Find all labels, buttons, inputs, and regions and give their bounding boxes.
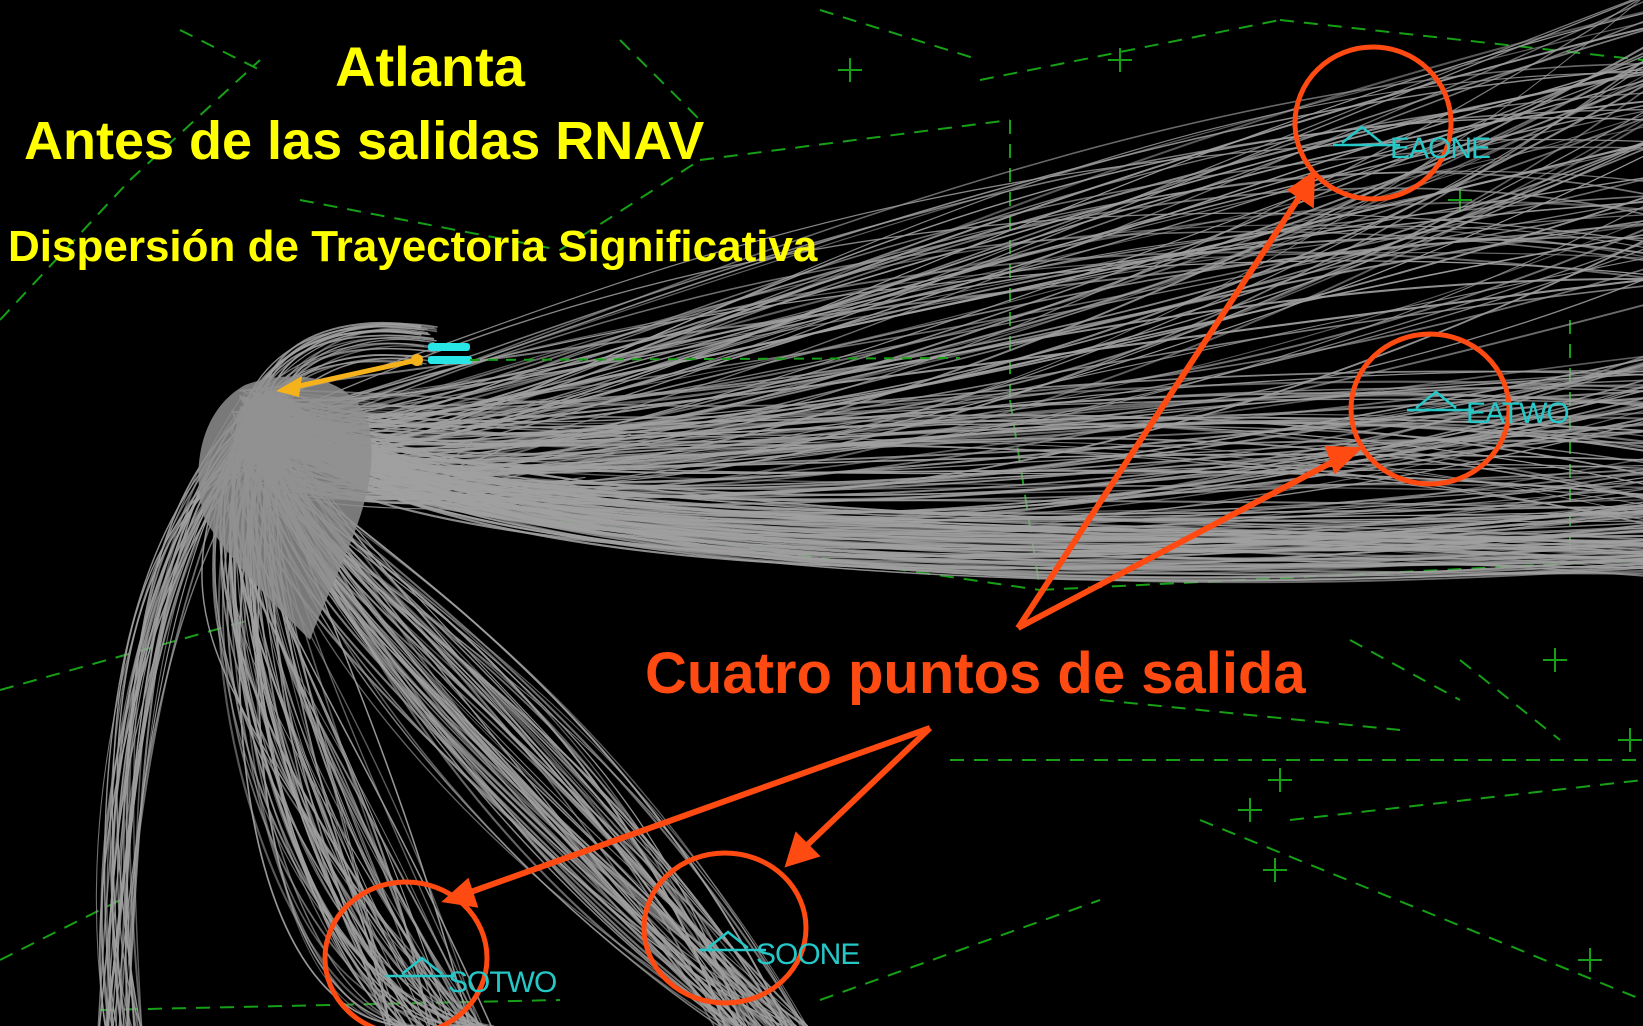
callout-arrows: [441, 170, 1364, 908]
map-title-city: Atlanta: [335, 35, 525, 98]
flight-track: [279, 408, 1643, 505]
flight-track: [270, 252, 1643, 421]
runway-bar-lower: [428, 356, 472, 364]
fix-label-sotwo: SOTWO: [448, 966, 557, 999]
airspace-cross-marker: [1543, 648, 1567, 672]
map-title-caption: Antes de las salidas RNAV: [24, 111, 705, 171]
airspace-boundary-segment: [1279, 19, 1643, 61]
callout-circles: [322, 44, 1512, 1026]
airspace-boundary-segment: [129, 59, 261, 181]
airspace-cross-marker: [1268, 768, 1292, 792]
departure-points-callout: Cuatro puntos de salida: [645, 641, 1306, 706]
fix-eatwo-triangle-icon: [1407, 390, 1474, 412]
airspace-boundary-segment: [1099, 699, 1401, 731]
airspace-boundary-segment: [299, 199, 561, 251]
runway-marker: [428, 343, 961, 364]
departure-direction-arrow: [276, 354, 423, 397]
airspace-boundary-segment: [0, 179, 131, 321]
airspace-cross-marker: [1263, 858, 1287, 882]
flight-track: [283, 212, 1643, 413]
airspace-boundary-segment: [819, 9, 981, 61]
fix-eaone-triangle-icon: [1333, 125, 1400, 147]
airspace-boundary-segment: [1459, 659, 1561, 741]
circle-soone: [641, 850, 809, 1006]
circle-eatwo: [1348, 331, 1512, 487]
fix-label-eaone: EAONE: [1390, 132, 1491, 165]
airspace-cross-marker: [838, 58, 862, 82]
arrow-to-eaone: [1015, 188, 1307, 630]
flight-track: [263, 389, 1643, 475]
fix-symbols: [385, 125, 1474, 978]
airspace-boundary-segment: [819, 899, 1101, 1001]
runway-centerline: [469, 357, 961, 361]
airspace-boundary-segment: [99, 999, 561, 1011]
runway-bar-upper: [428, 343, 470, 351]
airspace-boundary-segment: [979, 19, 1281, 81]
airspace-boundary-segment: [699, 119, 1011, 161]
circle-sotwo: [322, 879, 490, 1026]
airspace-cross-marker: [1578, 948, 1602, 972]
airspace-boundary-segment: [1349, 639, 1461, 701]
arrow-to-eatwo: [1016, 455, 1342, 631]
airspace-boundary-segment: [1289, 779, 1643, 821]
map-subtitle: Dispersión de Trayectoria Significativa: [8, 222, 818, 271]
airspace-cross-marker: [1618, 728, 1642, 752]
flight-track: [278, 61, 1643, 416]
flight-track: [286, 104, 1643, 437]
fix-label-soone: SOONE: [756, 938, 860, 971]
arrow-to-soone: [799, 725, 933, 853]
airspace-cross-marker: [1108, 48, 1132, 72]
track-convergence-area: [198, 376, 372, 640]
airspace-boundary-segment: [1199, 819, 1643, 1001]
departure-hub: [198, 376, 372, 640]
airspace-boundary-segment: [179, 29, 261, 71]
fix-sotwo-triangle-icon: [385, 956, 455, 978]
airspace-boundary-segment: [619, 39, 701, 121]
fix-label-eatwo: EATWO: [1466, 397, 1570, 430]
flight-track: [250, 277, 1643, 428]
flight-track: [285, 268, 1643, 407]
airspace-cross-marker: [1238, 798, 1262, 822]
circle-eaone: [1292, 44, 1454, 202]
fix-soone-triangle-icon: [699, 930, 766, 952]
airspace-boundary-segment: [559, 159, 701, 251]
arrow-to-sotwo: [463, 725, 932, 897]
